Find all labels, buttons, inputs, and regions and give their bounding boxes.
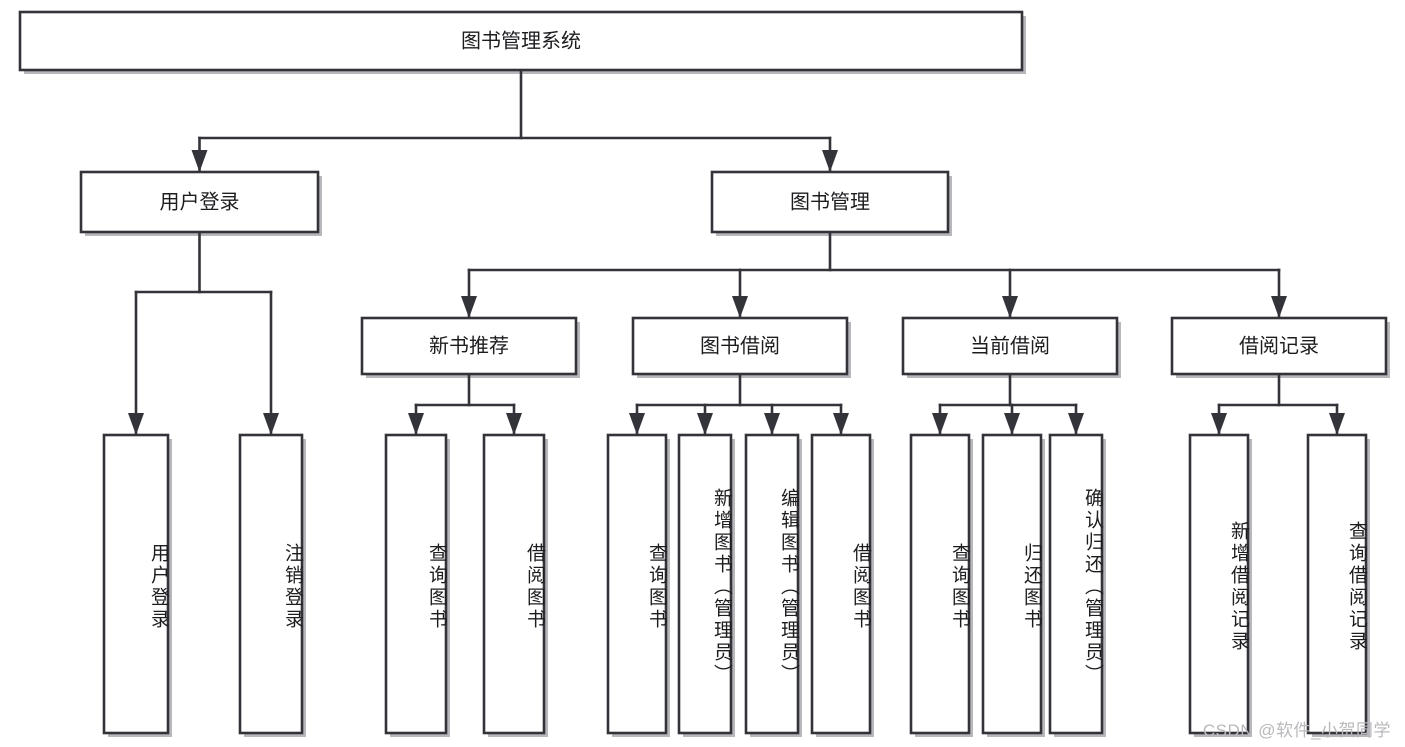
arrow-down-icon-query-book-cb bbox=[932, 413, 948, 435]
node-box-user-login[interactable] bbox=[79, 170, 320, 234]
node-label-book-borrow: 图书借阅 bbox=[700, 334, 780, 357]
arrow-down-icon-add-book bbox=[697, 413, 713, 435]
arrow-down-icon-return-book bbox=[1004, 413, 1020, 435]
node-label-current-borrow: 当前借阅 bbox=[970, 334, 1050, 357]
node-label-borrow-record: 借阅记录 bbox=[1239, 334, 1319, 357]
node-box-add-book[interactable] bbox=[677, 433, 733, 735]
node-box-return-book[interactable] bbox=[981, 433, 1043, 735]
node-box-book-borrow[interactable] bbox=[631, 316, 849, 376]
arrow-down-icon-user-logout bbox=[263, 413, 279, 435]
node-box-edit-book[interactable] bbox=[744, 433, 800, 735]
node-box-query-borrow-record[interactable] bbox=[1306, 433, 1368, 735]
node-box-borrow-record[interactable] bbox=[1170, 316, 1388, 376]
node-box-root[interactable] bbox=[18, 10, 1024, 72]
watermark-text: CSDN @软件_小贺同学 bbox=[1202, 721, 1391, 740]
arrow-down-icon-confirm-return bbox=[1068, 413, 1084, 435]
arrow-down-icon-borrow-record bbox=[1271, 296, 1287, 318]
arrow-down-icon-book-manage bbox=[822, 150, 838, 172]
arrow-down-icon-query-borrow-record bbox=[1329, 413, 1345, 435]
node-box-user-logout[interactable] bbox=[238, 433, 304, 735]
node-label-new-book-rec: 新书推荐 bbox=[429, 334, 509, 357]
node-box-add-borrow-record[interactable] bbox=[1188, 433, 1250, 735]
arrow-down-icon-new-book-rec bbox=[461, 296, 477, 318]
arrow-down-icon-book-borrow bbox=[732, 296, 748, 318]
arrow-down-icon-borrow-book-rec bbox=[506, 413, 522, 435]
node-box-book-manage[interactable] bbox=[710, 170, 950, 234]
node-box-current-borrow[interactable] bbox=[901, 316, 1119, 376]
arrow-down-icon-add-borrow-record bbox=[1211, 413, 1227, 435]
arrow-down-icon-current-borrow bbox=[1002, 296, 1018, 318]
arrow-down-icon-query-book-rec bbox=[408, 413, 424, 435]
arrow-down-icon-user-login-do bbox=[128, 413, 144, 435]
node-label-book-manage: 图书管理 bbox=[790, 190, 870, 213]
arrow-down-icon-borrow-book-br bbox=[833, 413, 849, 435]
node-box-query-book-rec[interactable] bbox=[384, 433, 448, 735]
node-box-user-login-do[interactable] bbox=[102, 433, 170, 735]
node-box-borrow-book-br[interactable] bbox=[810, 433, 872, 735]
arrow-down-icon-query-book-br bbox=[629, 413, 645, 435]
node-label-root: 图书管理系统 bbox=[461, 29, 581, 52]
node-box-query-book-cb[interactable] bbox=[909, 433, 971, 735]
node-label-user-login: 用户登录 bbox=[160, 190, 240, 213]
node-box-query-book-br[interactable] bbox=[606, 433, 668, 735]
node-box-confirm-return[interactable] bbox=[1048, 433, 1104, 735]
node-box-borrow-book-rec[interactable] bbox=[482, 433, 546, 735]
node-box-layer bbox=[18, 10, 1388, 735]
arrow-down-icon-edit-book bbox=[764, 413, 780, 435]
node-box-new-book-rec[interactable] bbox=[360, 316, 578, 376]
arrow-down-icon-user-login bbox=[191, 150, 208, 172]
connector-layer bbox=[128, 68, 1345, 437]
